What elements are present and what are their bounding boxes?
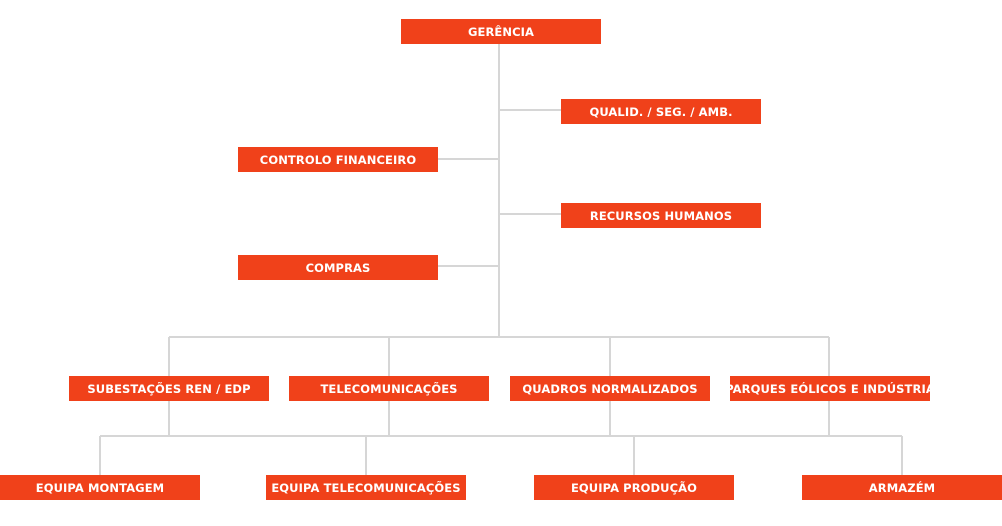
node-armazem: ARMAZÉM [802, 475, 1002, 500]
node-qualidade: QUALID. / SEG. / AMB. [561, 99, 761, 124]
node-gerencia: GERÊNCIA [401, 19, 601, 44]
node-telecomunicacoes: TELECOMUNICAÇÕES [289, 376, 489, 401]
node-equipa-telecomunicacoes: EQUIPA TELECOMUNICAÇÕES [266, 475, 466, 500]
node-equipa-montagem: EQUIPA MONTAGEM [0, 475, 200, 500]
node-controlo-financeiro: CONTROLO FINANCEIRO [238, 147, 438, 172]
node-parques-eolicos: PARQUES EÓLICOS E INDÚSTRIA [725, 376, 935, 401]
node-compras: COMPRAS [238, 255, 438, 280]
node-subestacoes: SUBESTAÇÕES REN / EDP [69, 376, 269, 401]
node-quadros-normalizados: QUADROS NORMALIZADOS [510, 376, 710, 401]
node-recursos-humanos: RECURSOS HUMANOS [561, 203, 761, 228]
node-equipa-producao: EQUIPA PRODUÇÃO [534, 475, 734, 500]
